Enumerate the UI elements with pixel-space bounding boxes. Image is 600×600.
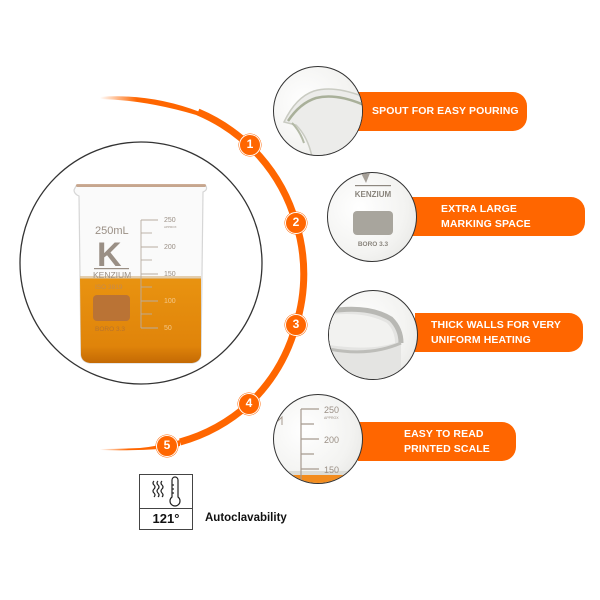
feature-1-line-1: SPOUT FOR EASY POURING [372,105,519,117]
beaker-volume-label: 250mL [95,225,129,237]
feature-1-detail-circle [273,66,363,156]
feature-3-label: THICK WALLS FOR VERY UNIFORM HEATING [415,313,583,352]
autoclave-label: Autoclavability [205,512,287,524]
feature-badge-5: 5 [156,435,178,457]
feature-3-line-2: UNIFORM HEATING [431,333,531,346]
feature-4-label: EASY TO READ PRINTED SCALE [358,422,516,461]
scale-closeup-icon: 250 APPROX 200 150 [274,405,362,483]
feature-4-mark-200: 200 [324,435,339,445]
spout-closeup-icon [282,88,362,155]
scale-mark-150: 150 [164,271,176,278]
feature-2-label: EXTRA LARGE MARKING SPACE [405,197,585,236]
feature-badge-1: 1 [239,134,261,156]
steam-icon [152,480,164,498]
feature-3-line-1: THICK WALLS FOR VERY [431,318,561,331]
liquid-surface [80,276,201,279]
feature-badge-4: 4 [238,393,260,415]
feature-badge-3: 3 [285,314,307,336]
feature-4-detail-circle: 250 APPROX 200 150 [273,394,363,484]
scale-mark-200: 200 [164,244,176,251]
feature-2-detail-circle: KENZIUM BORO 3.3 [327,172,417,262]
autoclave-badge: 121° [139,474,193,530]
feature-4-line-2: PRINTED SCALE [404,442,490,455]
marking-space [93,295,130,321]
scale-mark-50: 50 [164,325,172,332]
feature-4-mark-150: 150 [324,465,339,475]
beaker-rim [76,184,206,187]
scale-note: APPROX [164,225,177,229]
logo-underline [94,268,129,270]
feature-2-line-1: EXTRA LARGE [441,202,517,215]
feature-badge-2: 2 [285,212,307,234]
marking-space-closeup-icon: KENZIUM BORO 3.3 [353,173,393,248]
thick-wall-closeup-icon [329,306,404,379]
feature-4-line-1: EASY TO READ [404,427,484,440]
beaker-brand: KENZIUM [93,270,131,280]
feature-2-brand: KENZIUM [355,190,392,199]
feature-4-mark-250: 250 [324,405,339,415]
feature-2-line-2: MARKING SPACE [441,217,531,230]
beaker-logo: K [97,236,122,274]
beaker-standard: ISO 3819 [95,284,123,291]
autoclave-temperature: 121° [140,508,192,529]
feature-1-label: SPOUT FOR EASY POURING [350,92,527,131]
feature-2-material: BORO 3.3 [358,241,389,248]
scale-mark-100: 100 [164,298,176,305]
steam-thermometer-icon [152,476,181,507]
beaker-material: BORO 3.3 [95,326,125,333]
feature-4-note: APPROX [324,416,339,420]
scale-mark-250: 250 [164,217,176,224]
feature-3-detail-circle [328,290,418,380]
beaker-scale [140,219,158,329]
arc-top-taper [100,96,206,118]
thermometer-icon [169,476,181,507]
